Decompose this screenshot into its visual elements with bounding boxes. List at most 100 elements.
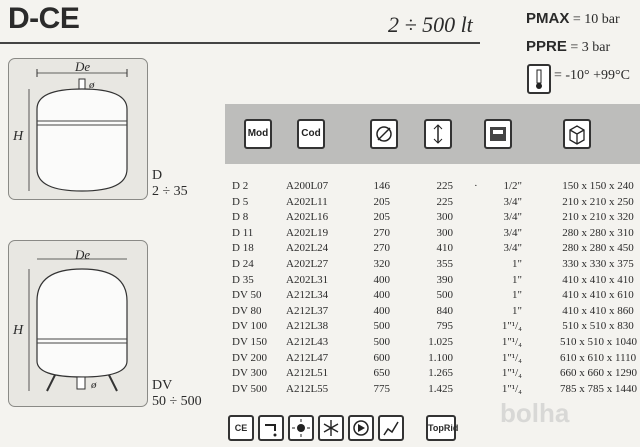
cell-height: 225 bbox=[436, 180, 454, 192]
dv-series-name: DV bbox=[152, 378, 173, 393]
cell-height: 795 bbox=[436, 320, 454, 333]
table-row: D 2 A200L07 146 225 1/2" 150 x 150 x 240 bbox=[0, 180, 640, 195]
cell-code: A202L31 bbox=[286, 273, 329, 286]
d-series-name: D bbox=[152, 168, 163, 183]
d-diameter-label: De bbox=[75, 59, 91, 74]
cell-model: D 24 bbox=[232, 258, 254, 270]
cell-connection: 1" bbox=[512, 304, 522, 317]
cell-diameter: 500 bbox=[373, 320, 391, 333]
mod-header-icon: Mod bbox=[244, 119, 272, 149]
cell-diameter: 270 bbox=[373, 226, 391, 239]
cell-height: 410 bbox=[436, 242, 454, 255]
cell-diameter: 205 bbox=[373, 195, 391, 208]
cell-packaging: 280 x 280 x 310 bbox=[562, 226, 634, 239]
cell-connection: 1" bbox=[512, 258, 522, 270]
cell-packaging: 410 x 410 x 860 bbox=[562, 304, 634, 317]
cell-code: A202L19 bbox=[286, 226, 329, 239]
cell-diameter: 270 bbox=[373, 242, 391, 255]
cell-model: DV 50 bbox=[232, 289, 262, 302]
cell-code: A212L51 bbox=[286, 367, 329, 380]
cell-diameter: 775 bbox=[373, 382, 391, 395]
cell-packaging: 510 x 510 x 1040 bbox=[560, 336, 637, 348]
cell-code: A202L11 bbox=[286, 195, 328, 208]
cell-height: 1.425 bbox=[428, 382, 453, 395]
cell-model: D 2 bbox=[232, 180, 249, 192]
cell-packaging: 510 x 510 x 830 bbox=[562, 320, 634, 333]
cell-model: DV 200 bbox=[232, 351, 267, 364]
cell-packaging: 410 x 410 x 410 bbox=[562, 273, 634, 286]
ce-mark-icon: CE bbox=[228, 415, 254, 441]
cell-connection: 1"¹/₄ bbox=[501, 320, 522, 333]
snowflake-icon bbox=[318, 415, 344, 441]
diameter-icon bbox=[370, 119, 398, 149]
cell-height: 500 bbox=[436, 289, 454, 302]
cell-connection: 3/4" bbox=[503, 211, 522, 224]
vessel-d-drawing bbox=[28, 69, 128, 192]
cell-model: DV 80 bbox=[232, 304, 262, 317]
cell-code: A202L27 bbox=[286, 258, 329, 270]
dv-height-label: H bbox=[13, 323, 24, 338]
d-series-range: 2 ÷ 35 bbox=[152, 184, 188, 199]
dv-diameter-label: De bbox=[75, 247, 91, 262]
cell-code: A212L38 bbox=[286, 320, 329, 333]
cell-code: A212L37 bbox=[286, 304, 329, 317]
cell-model: DV 500 bbox=[232, 382, 267, 395]
pmax-spec: PMAX = 10 bar bbox=[526, 10, 620, 28]
cell-height: 225 bbox=[436, 195, 454, 208]
cell-packaging: 150 x 150 x 240 bbox=[562, 180, 634, 192]
d-height-label: H bbox=[13, 129, 24, 144]
cell-code: A200L07 bbox=[286, 180, 329, 192]
cell-diameter: 205 bbox=[373, 211, 391, 224]
toprid-icon: TopRid bbox=[426, 415, 458, 441]
title-divider bbox=[0, 42, 480, 44]
tap-icon bbox=[258, 415, 284, 441]
pmax-label: PMAX bbox=[526, 10, 570, 27]
cell-connection: 1"¹/₄ bbox=[501, 336, 522, 348]
cell-height: 1.100 bbox=[428, 351, 453, 364]
cell-diameter: 146 bbox=[373, 180, 391, 192]
vessel-dv-drawing bbox=[28, 258, 128, 392]
cell-model: DV 300 bbox=[232, 367, 267, 380]
cell-diameter: 400 bbox=[373, 304, 391, 317]
cell-code: A212L34 bbox=[286, 289, 329, 302]
d-phi-label: ø bbox=[89, 79, 95, 91]
cell-code: A212L47 bbox=[286, 351, 329, 364]
dv-phi-label: ø bbox=[91, 379, 97, 391]
cell-packaging: 280 x 280 x 450 bbox=[562, 242, 634, 255]
cell-code: A212L43 bbox=[286, 336, 329, 348]
cell-code: A202L16 bbox=[286, 211, 329, 224]
cell-height: 840 bbox=[436, 304, 454, 317]
cell-height: 355 bbox=[436, 258, 454, 270]
thermometer-icon bbox=[527, 64, 551, 94]
cell-packaging: 785 x 785 x 1440 bbox=[560, 382, 637, 395]
cell-diameter: 500 bbox=[373, 336, 391, 348]
cell-height: 1.265 bbox=[428, 367, 453, 380]
cell-connection: 1" bbox=[512, 273, 522, 286]
cell-connection: 1/2" bbox=[503, 180, 522, 192]
cell-packaging: 660 x 660 x 1290 bbox=[560, 367, 637, 380]
ppre-label: PPRE bbox=[526, 38, 567, 55]
page-title: D-CE bbox=[8, 2, 80, 35]
watermark: bolha bbox=[500, 398, 570, 428]
cod-header-icon: Cod bbox=[297, 119, 325, 149]
cell-model: D 8 bbox=[232, 211, 249, 224]
cell-model: D 35 bbox=[232, 273, 254, 286]
table-row: DV 80 A212L37 400 840 1" 410 x 410 x 860 bbox=[0, 305, 640, 320]
cell-model: D 11 bbox=[232, 226, 254, 239]
cell-height: 300 bbox=[436, 226, 454, 239]
cell-diameter: 600 bbox=[373, 351, 391, 364]
cell-packaging: 610 x 610 x 1110 bbox=[560, 351, 637, 364]
cell-connection: 1" bbox=[512, 289, 522, 302]
cell-height: 390 bbox=[436, 273, 454, 286]
ppre-spec: PPRE = 3 bar bbox=[526, 38, 610, 56]
ppre-value: = 3 bar bbox=[570, 40, 611, 55]
cell-diameter: 320 bbox=[373, 258, 391, 270]
